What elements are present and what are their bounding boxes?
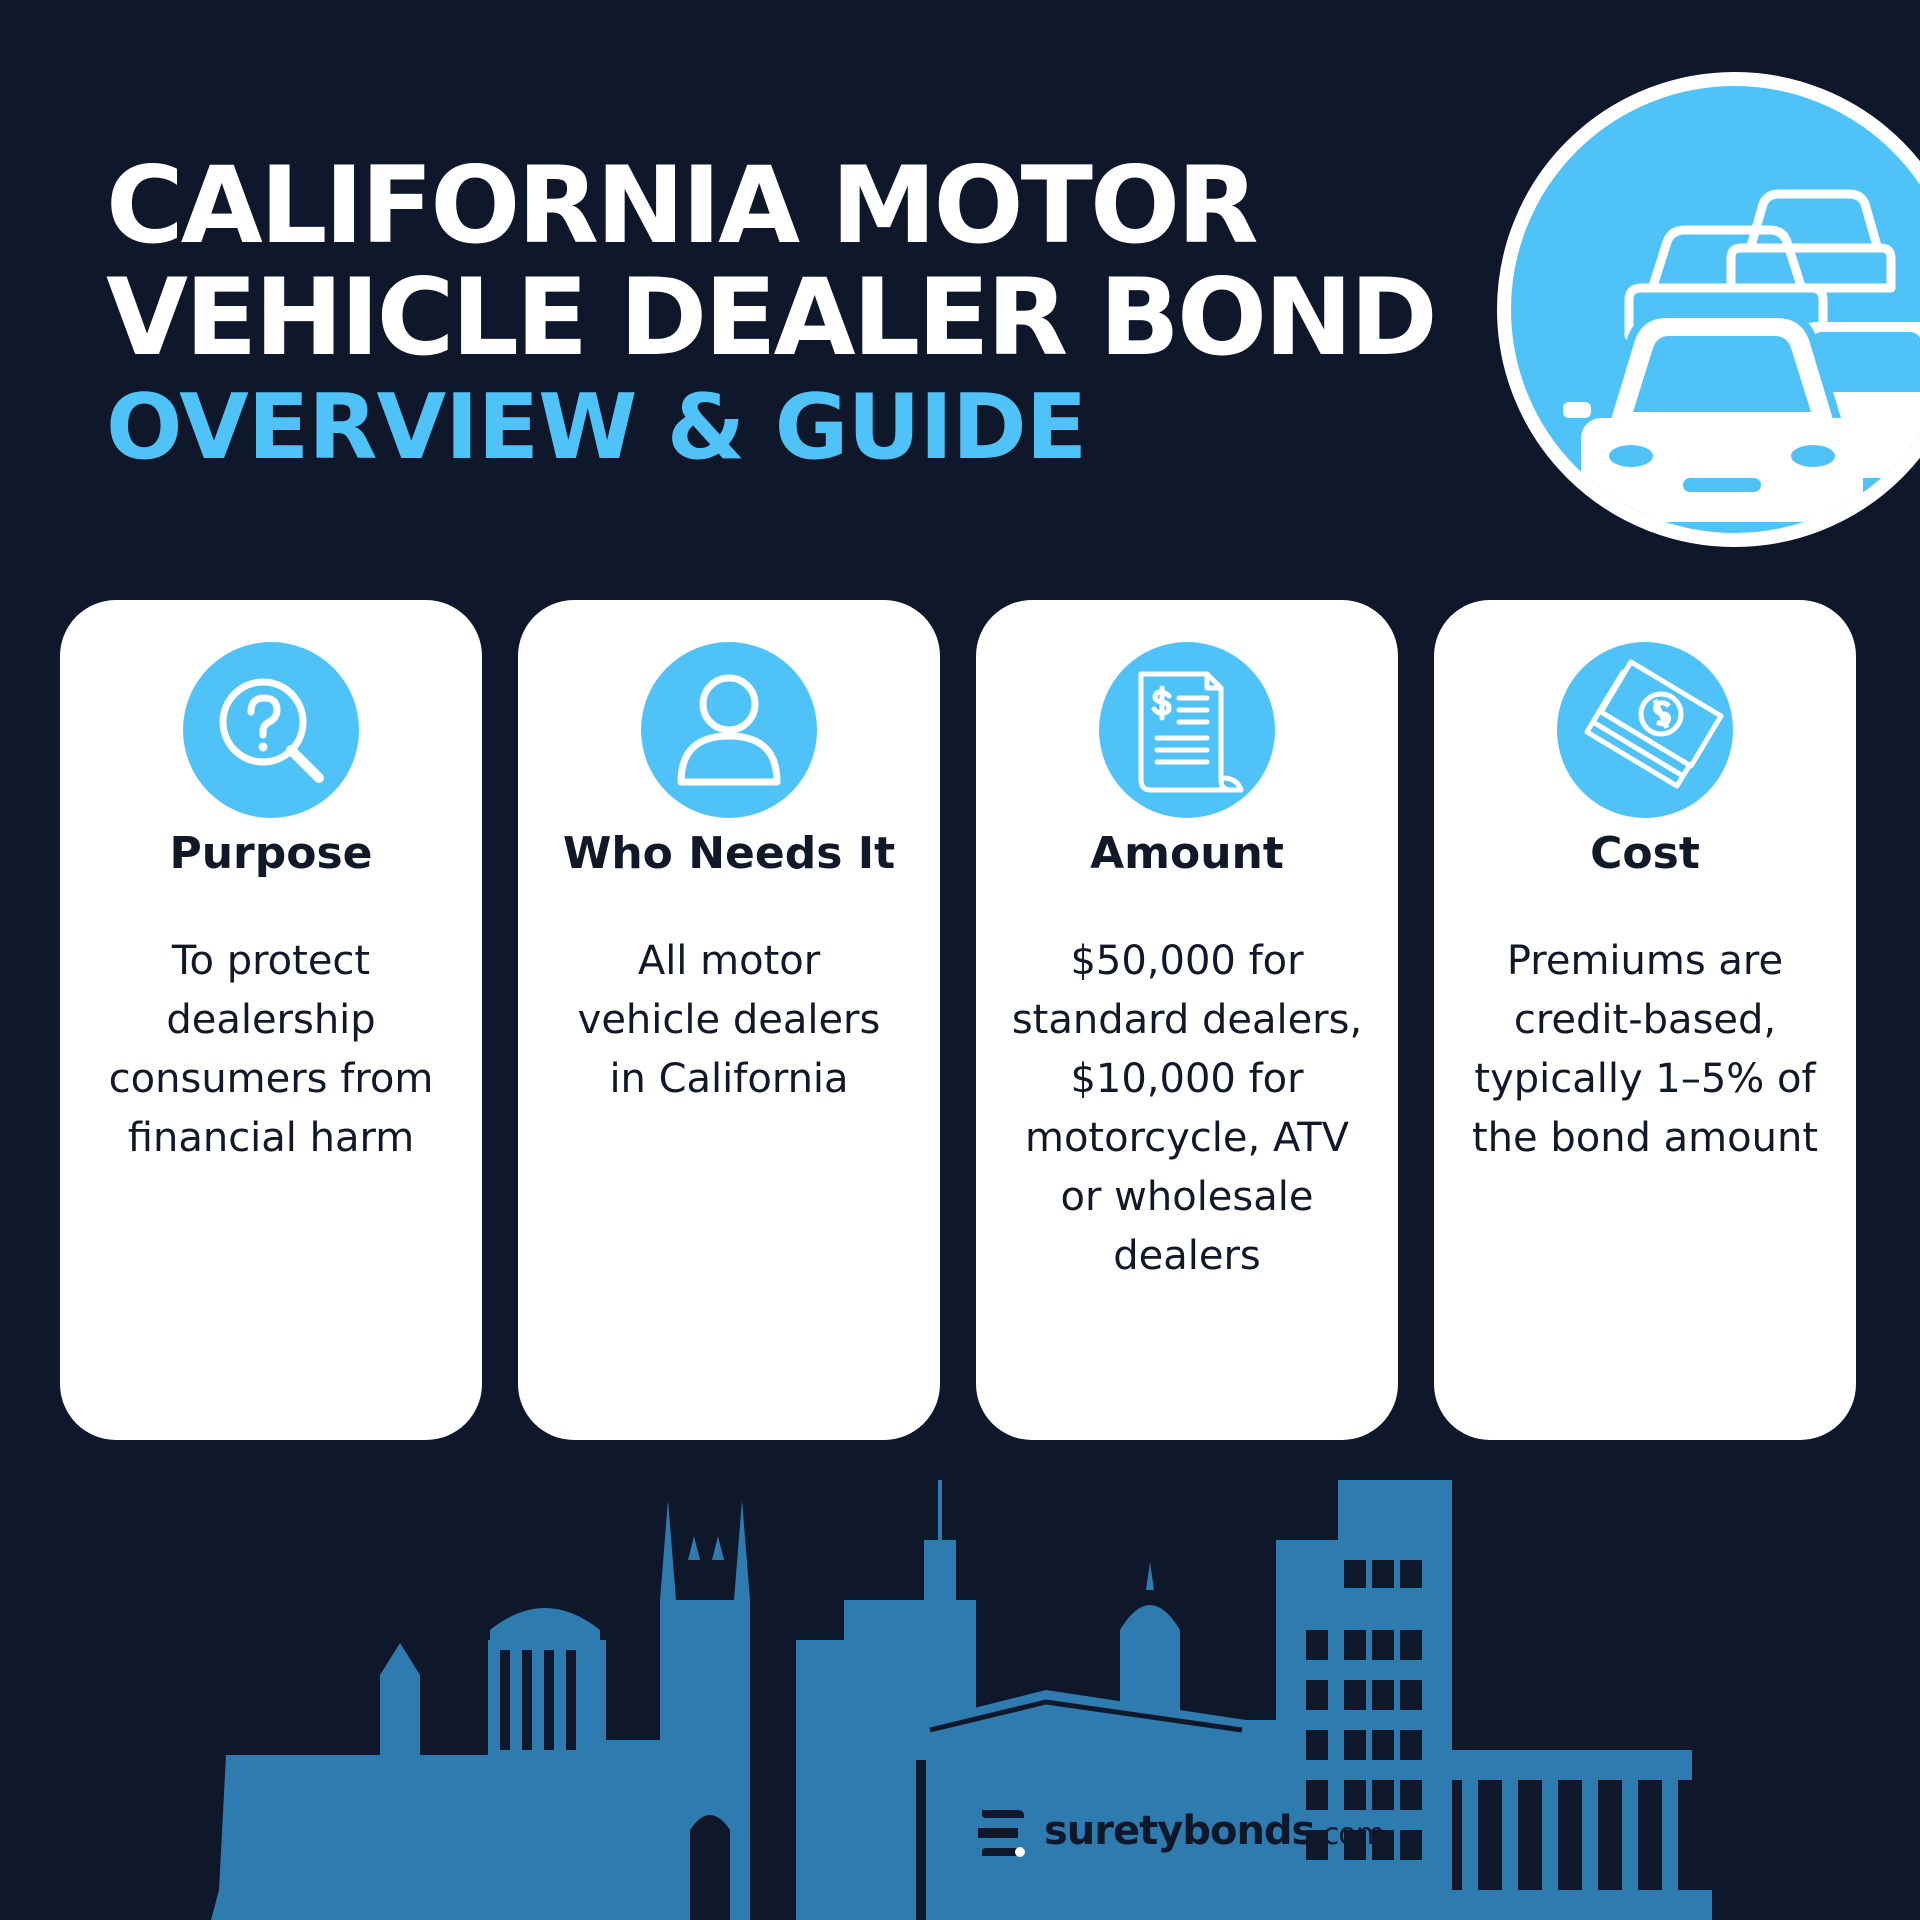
card-body-line: or wholesale [1060, 1174, 1314, 1220]
card-body-line: dealers [1113, 1233, 1261, 1279]
page-title-line-1: CALIFORNIA MOTOR [106, 144, 1259, 267]
card-body-line: in California [609, 1056, 849, 1102]
card-purpose: Purpose To protect dealership consumers … [60, 600, 482, 1440]
card-body-line: To protect [171, 938, 371, 984]
receipt-icon [1138, 671, 1244, 793]
card-body: Premiums are credit-based, typically 1–5… [1452, 932, 1838, 1168]
card-body-line: vehicle dealers [577, 997, 881, 1043]
card-body-line: credit-based, [1513, 997, 1777, 1043]
logo-tld: .com [1314, 1817, 1385, 1852]
card-body-line: $10,000 for [1070, 1056, 1304, 1102]
title-block: CALIFORNIA MOTOR VEHICLE DEALER BOND OVE… [106, 144, 1438, 480]
card-cost: Cost Premiums are credit-based, typicall… [1434, 600, 1856, 1440]
card-body-line: $50,000 for [1070, 938, 1304, 984]
page-subtitle: OVERVIEW & GUIDE [106, 375, 1087, 480]
card-body-line: financial harm [127, 1115, 415, 1161]
card-body-line: dealership [166, 997, 376, 1043]
card-body-line: typically 1–5% of [1474, 1056, 1816, 1102]
question-magnifier-icon [219, 678, 324, 783]
card-body-line: standard dealers, [1011, 997, 1363, 1043]
card-body-line: Premiums are [1506, 938, 1784, 984]
card-title: Purpose [169, 828, 373, 879]
card-title: Who Needs It [562, 828, 896, 879]
card-icon-circle [1099, 642, 1275, 818]
cash-icon [1584, 659, 1724, 789]
card-title: Amount [1090, 828, 1284, 879]
card-who-needs-it: Who Needs It All motor vehicle dealers i… [518, 600, 940, 1440]
card-body-line: the bond amount [1471, 1115, 1818, 1161]
logo-wordmark: suretybonds.com [1044, 1808, 1385, 1854]
card-body-line: All motor [637, 938, 821, 984]
person-icon [677, 674, 781, 786]
card-body: $50,000 for standard dealers, $10,000 fo… [994, 932, 1380, 1286]
page-title-line-2: VEHICLE DEALER BOND [106, 256, 1438, 379]
suretybonds-logo-icon [978, 1810, 1025, 1857]
card-amount: Amount $50,000 for standard dealers, $10… [976, 600, 1398, 1440]
hero-badge [1497, 72, 1920, 547]
card-body-line: motorcycle, ATV [1024, 1115, 1350, 1161]
card-title: Cost [1590, 828, 1700, 879]
card-body-line: consumers from [108, 1056, 434, 1102]
card-icon-circle [641, 642, 817, 818]
card-body: All motor vehicle dealers in California [536, 932, 922, 1109]
cars-traffic-icon [1563, 189, 1920, 533]
city-skyline-illustration [211, 1480, 1712, 1920]
card-icon-circle [1557, 642, 1733, 818]
card-body: To protect dealership consumers from fin… [78, 932, 464, 1168]
card-icon-circle [183, 642, 359, 818]
logo-name: suretybonds [1044, 1808, 1315, 1854]
